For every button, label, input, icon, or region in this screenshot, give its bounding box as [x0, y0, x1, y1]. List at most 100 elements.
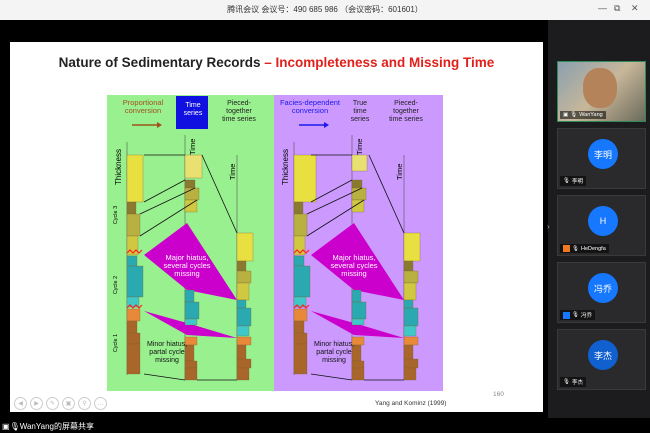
strata-layer [351, 301, 367, 320]
participant-name: WanYang [579, 112, 603, 118]
strata-layer [403, 325, 417, 337]
share-status-bar: ▣🎙WanYang的屏幕共享 [0, 418, 650, 433]
participant-tile[interactable]: 李明 🎙李明 [557, 128, 646, 189]
strata-layer [293, 308, 308, 322]
header-pieced-line: together [393, 108, 419, 115]
strata-layer [236, 270, 252, 284]
strata-layer [126, 296, 140, 308]
mic-muted-icon: 🎙 [572, 312, 579, 318]
title-bar: 腾讯会议 会议号：490 685 986 （会议密码：601601） — ⧉ ✕ [0, 0, 650, 20]
strata-layer [293, 332, 308, 345]
minor-hiatus-label-line: Minor hiatus, [314, 341, 354, 348]
strata-layer [403, 367, 417, 381]
strata-layer [126, 235, 139, 256]
copy-icon[interactable]: ▣ [62, 397, 75, 410]
strata-layer [126, 308, 141, 322]
correlation-line [368, 154, 405, 234]
strata-layer [351, 179, 363, 189]
header-time-series-line: True [353, 100, 367, 107]
strata-layer [293, 154, 317, 203]
strata-layer [236, 282, 250, 301]
correlation-line [306, 187, 363, 215]
minor-hiatus-label-line: missing [155, 357, 179, 364]
collapse-panel-button[interactable]: › [547, 222, 550, 231]
header-conversion-line: conversion [292, 106, 328, 115]
strata-layer [236, 260, 247, 272]
strata-layer [236, 307, 252, 327]
strata-layer [126, 332, 141, 345]
strata-layer [184, 301, 200, 320]
time-label: Time [188, 139, 197, 155]
strata-layer [126, 201, 137, 215]
strata-layer [403, 270, 419, 284]
pen-icon[interactable]: ✎ [46, 397, 59, 410]
strata-layer [236, 232, 254, 262]
participant-name: 李杰 [571, 380, 583, 386]
correlation-line [310, 179, 353, 203]
avatar: 李杰 [588, 340, 618, 370]
participant-tile[interactable]: H 🎙HeDengfa [557, 195, 646, 256]
strata-layer [403, 282, 417, 301]
strata-layer [126, 213, 141, 237]
strata-layer [293, 265, 311, 298]
participant-tile[interactable]: ▣🎙WanYang [557, 61, 646, 122]
unconformity-icon [126, 249, 143, 254]
strata-layer [184, 199, 198, 213]
video-feed [583, 68, 617, 108]
arrow-head [324, 122, 329, 128]
restore-button[interactable]: ⧉ [614, 3, 621, 13]
major-hiatus-label-line: several cycles [330, 261, 377, 270]
header-conversion-line: Facies-dependent [280, 98, 341, 107]
minimize-button[interactable]: — [598, 3, 607, 13]
citation: Yang and Kominz (1999) [375, 400, 447, 407]
cycle-label: Cycle 2 [113, 276, 119, 294]
strata-layer [351, 360, 365, 369]
thickness-label: Thickness [114, 149, 123, 185]
window-title: 腾讯会议 会议号：490 685 986 （会议密码：601601） [227, 5, 423, 14]
page-number: 160 [493, 391, 504, 398]
strata-layer [293, 296, 307, 308]
participant-tile[interactable]: 冯乔 🎙冯乔 [557, 262, 646, 323]
strata-layer [236, 344, 247, 360]
strata-layer [351, 367, 365, 381]
major-hiatus-label-line: several cycles [163, 261, 210, 270]
prev-icon[interactable]: ◀ [14, 397, 27, 410]
avatar: 冯乔 [588, 273, 618, 303]
minor-hiatus-label-line: partal cycle [316, 349, 352, 356]
strata-layer [236, 358, 252, 369]
major-hiatus [144, 223, 237, 300]
strata-layer [293, 213, 308, 237]
zoom-icon[interactable]: ⚲ [78, 397, 91, 410]
correlation-line [139, 199, 198, 237]
next-icon[interactable]: ▶ [30, 397, 43, 410]
close-button[interactable]: ✕ [631, 3, 639, 13]
share-label: WanYang的屏幕共享 [19, 422, 94, 431]
header-time-series-line: series [351, 116, 370, 123]
title-highlight: – Incompleteness and Missing Time [260, 55, 495, 70]
more-icon[interactable]: … [94, 397, 107, 410]
strata-layer [126, 320, 138, 334]
strata-layer [236, 367, 250, 381]
participant-tile[interactable]: 李杰 🎙李杰 [557, 329, 646, 390]
major-hiatus-label-line: Major hiatus, [166, 253, 209, 262]
screen-share-icon: ▣ [2, 422, 10, 431]
correlation-line [143, 373, 186, 381]
screen-share-icon: ▣ [563, 112, 569, 118]
correlation-line [143, 179, 186, 203]
strata-layer [403, 358, 419, 369]
header-conversion-line: Proportional [123, 98, 164, 107]
header-time-series-line: series [184, 110, 203, 117]
strata-layer [351, 289, 362, 303]
strata-layer [403, 336, 419, 346]
time-label: Time [355, 139, 364, 155]
unconformity-icon [293, 249, 310, 254]
strata-layer [184, 367, 198, 381]
strata-layer [403, 260, 414, 272]
avatar: 李明 [588, 139, 618, 169]
time-label: Time [395, 164, 404, 180]
header-pieced-line: Pieced- [227, 100, 251, 107]
